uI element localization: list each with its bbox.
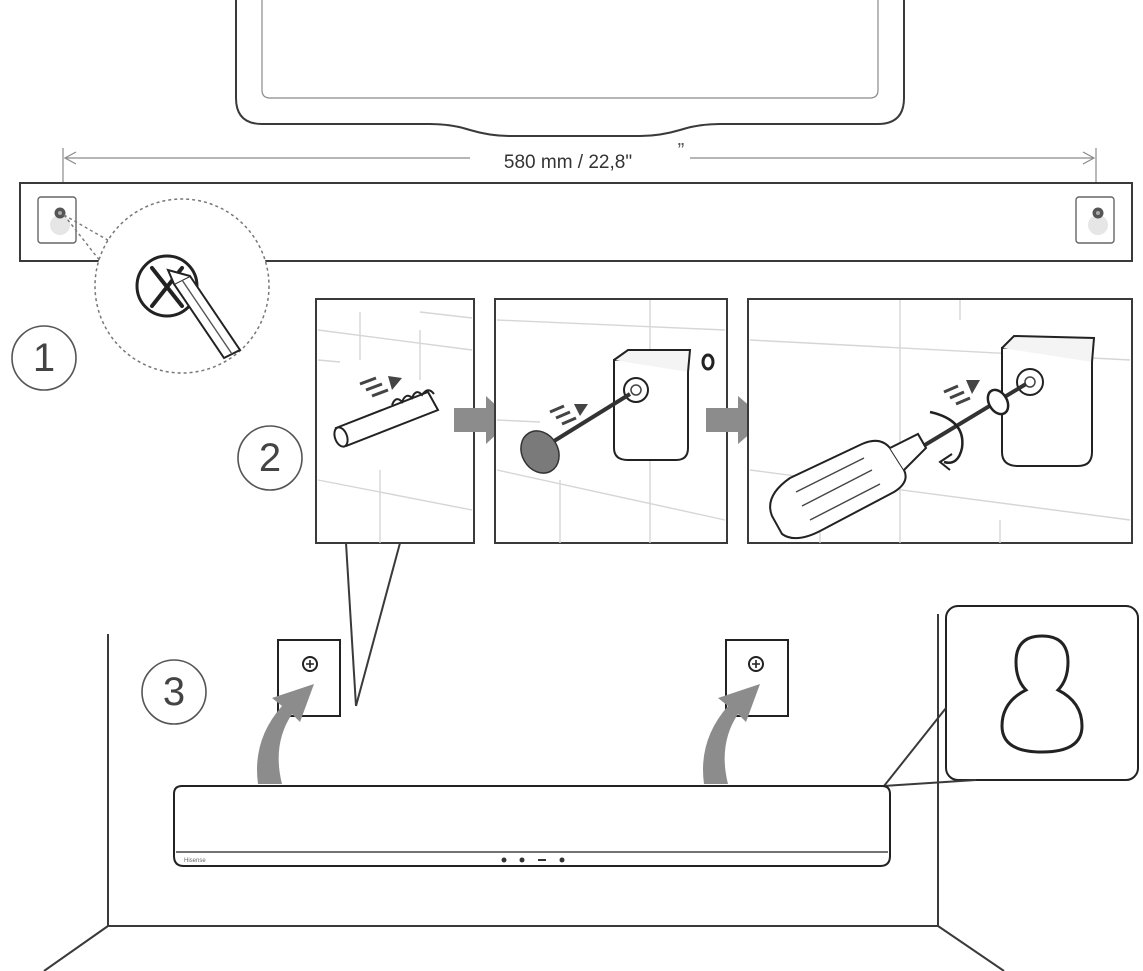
template-hole-right [1075, 196, 1115, 244]
panel-tighten-screw [747, 298, 1133, 544]
keyhole-icon [1000, 634, 1084, 754]
panel-insert-plug [315, 298, 475, 544]
step-1: 1 [11, 325, 77, 391]
step-1-number: 1 [33, 336, 55, 380]
bracket-icon-2 [1001, 334, 1096, 467]
measurement-label: 580 mm / 22,8" [504, 152, 632, 173]
soundbar-buttons [501, 857, 565, 863]
push-arrow-icon-2 [549, 404, 588, 426]
soundbar-brand: Hisense [184, 858, 206, 864]
template-hole-left [37, 196, 77, 244]
plus-screw-icon [302, 656, 318, 672]
step-3: 3 [141, 659, 207, 725]
push-arrow-icon-3 [943, 380, 980, 406]
step-2: 2 [237, 425, 303, 491]
bracket-icon [613, 349, 692, 461]
measurement-extra-mark: ” [678, 140, 685, 162]
x-mark-icon [135, 254, 199, 318]
step-2-number: 2 [259, 436, 281, 480]
plus-screw-icon-2 [748, 656, 764, 672]
screwdriver-icon [769, 382, 1028, 540]
measurement: 580 mm / 22,8" ” [62, 140, 1097, 210]
marking-callout [63, 198, 270, 374]
curved-arrow-icon-2 [703, 684, 760, 784]
pencil-icon [166, 268, 242, 360]
push-arrow-icon [359, 376, 402, 398]
panel-insert-screw [494, 298, 728, 544]
keyhole-callout [883, 605, 1139, 787]
washer-icon [701, 353, 715, 371]
screw-icon [520, 392, 632, 474]
wall-plug-icon [333, 389, 440, 448]
rotate-arrow-icon [929, 410, 964, 471]
curved-arrow-icon [257, 684, 314, 784]
room-wall [43, 614, 1005, 971]
tv-bottom [235, 0, 905, 137]
step-3-number: 3 [163, 670, 185, 714]
soundbar: Hisense [173, 785, 891, 867]
